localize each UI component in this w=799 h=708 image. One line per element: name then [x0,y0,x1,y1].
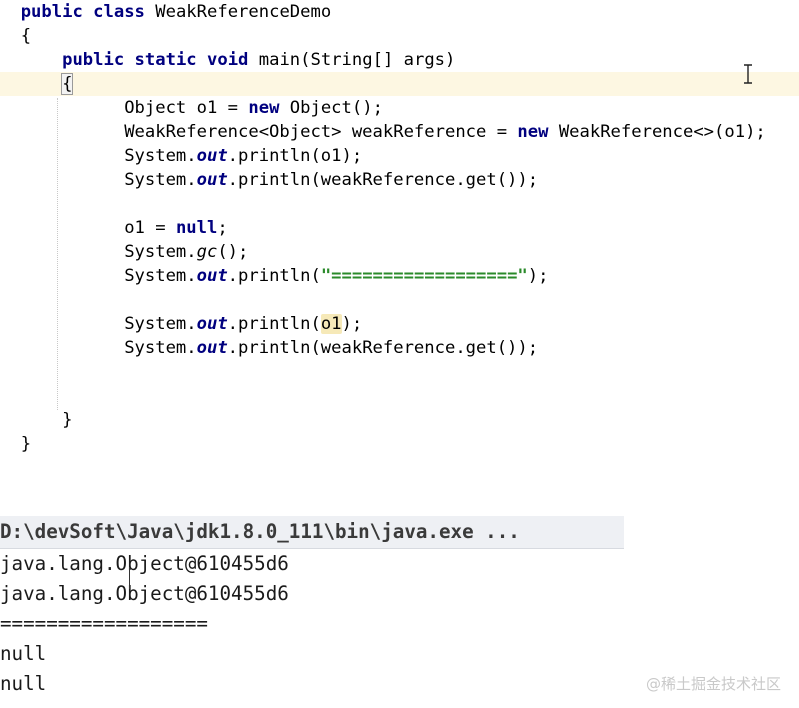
static-field: out [196,266,228,286]
run-console[interactable]: D:\devSoft\Java\jdk1.8.0_111\bin\java.ex… [0,516,799,708]
static-field: out [196,314,228,334]
code-text: System. [124,314,197,334]
code-text: (); [217,242,249,262]
code-text: System. [124,338,197,358]
code-line-19[interactable]: } [0,432,799,456]
code-text: o1 = [124,218,176,238]
static-field: out [196,170,228,190]
keyword: class [93,2,145,22]
code-line-6[interactable]: WeakReference<Object> weakReference = ne… [0,120,799,144]
code-line-16[interactable] [0,360,799,384]
code-text: System. [124,266,197,286]
keyword: static [134,50,197,70]
static-method: gc [196,242,218,262]
code-text: ); [527,266,549,286]
keyword: new [248,98,280,118]
code-line-13[interactable] [0,288,799,312]
code-text: .println(weakReference.get()); [227,170,539,190]
code-text: Object(); [289,98,383,118]
code-text: System. [124,242,197,262]
code-text: .println( [227,266,321,286]
code-line-12[interactable]: System.out.println("==================")… [0,264,799,288]
highlighted-variable[interactable]: o1 [320,314,342,334]
indent-guide [57,98,58,410]
console-command-line: D:\devSoft\Java\jdk1.8.0_111\bin\java.ex… [0,516,624,549]
code-text: .println( [227,314,321,334]
code-line-2[interactable]: { [0,24,799,48]
code-line-3[interactable]: public static void main(String[] args) [0,48,799,72]
code-text: System. [124,170,197,190]
code-text: System. [124,146,197,166]
code-line-14[interactable]: System.out.println(o1); [0,312,799,336]
console-output-line: ================== [0,612,208,635]
code-line-18[interactable]: } [0,408,799,432]
static-field: out [196,338,228,358]
code-text: .println(weakReference.get()); [227,338,539,358]
console-output-line: java.lang.Object@610455d6 [0,582,289,605]
code-line-5[interactable]: Object o1 = new Object(); [0,96,799,120]
code-line-1[interactable]: public class WeakReferenceDemo [0,0,799,24]
code-line-11[interactable]: System.gc(); [0,240,799,264]
brace: } [20,434,32,454]
code-text: Object o1 = [124,98,249,118]
code-line-15[interactable]: System.out.println(weakReference.get()); [0,336,799,360]
code-line-7[interactable]: System.out.println(o1); [0,144,799,168]
method-signature: main(String[] args) [258,50,456,70]
string-literal: "==================" [320,266,528,286]
text-caret [72,74,74,92]
console-caret [129,567,130,589]
keyword: public [20,2,83,22]
code-line-10[interactable]: o1 = null; [0,216,799,240]
brace: } [62,410,73,430]
code-line-8[interactable]: System.out.println(weakReference.get()); [0,168,799,192]
code-line-17[interactable] [0,384,799,408]
brace: { [20,26,32,46]
code-text: .println(o1); [227,146,363,166]
matched-brace: { [61,73,74,95]
console-output-line: java.lang.Object@610455d6 [0,552,289,575]
keyword: null [175,218,218,238]
text-cursor-icon [744,64,752,84]
code-line-9[interactable] [0,192,799,216]
static-field: out [196,146,228,166]
code-line-4-current[interactable]: { [0,72,799,96]
keyword: new [517,122,549,142]
code-text: WeakReference<>(o1); [558,122,766,142]
keyword: public [62,50,125,70]
console-output-line: null [0,642,47,665]
code-editor[interactable]: public class WeakReferenceDemo { public … [0,0,799,470]
console-output-line: null [0,672,47,695]
keyword: void [207,50,249,70]
code-text: ); [341,314,363,334]
code-text: WeakReference<Object> weakReference = [124,122,518,142]
watermark: @稀土掘金技术社区 [645,675,781,693]
code-text: ; [217,218,228,238]
class-name: WeakReferenceDemo [155,2,332,22]
